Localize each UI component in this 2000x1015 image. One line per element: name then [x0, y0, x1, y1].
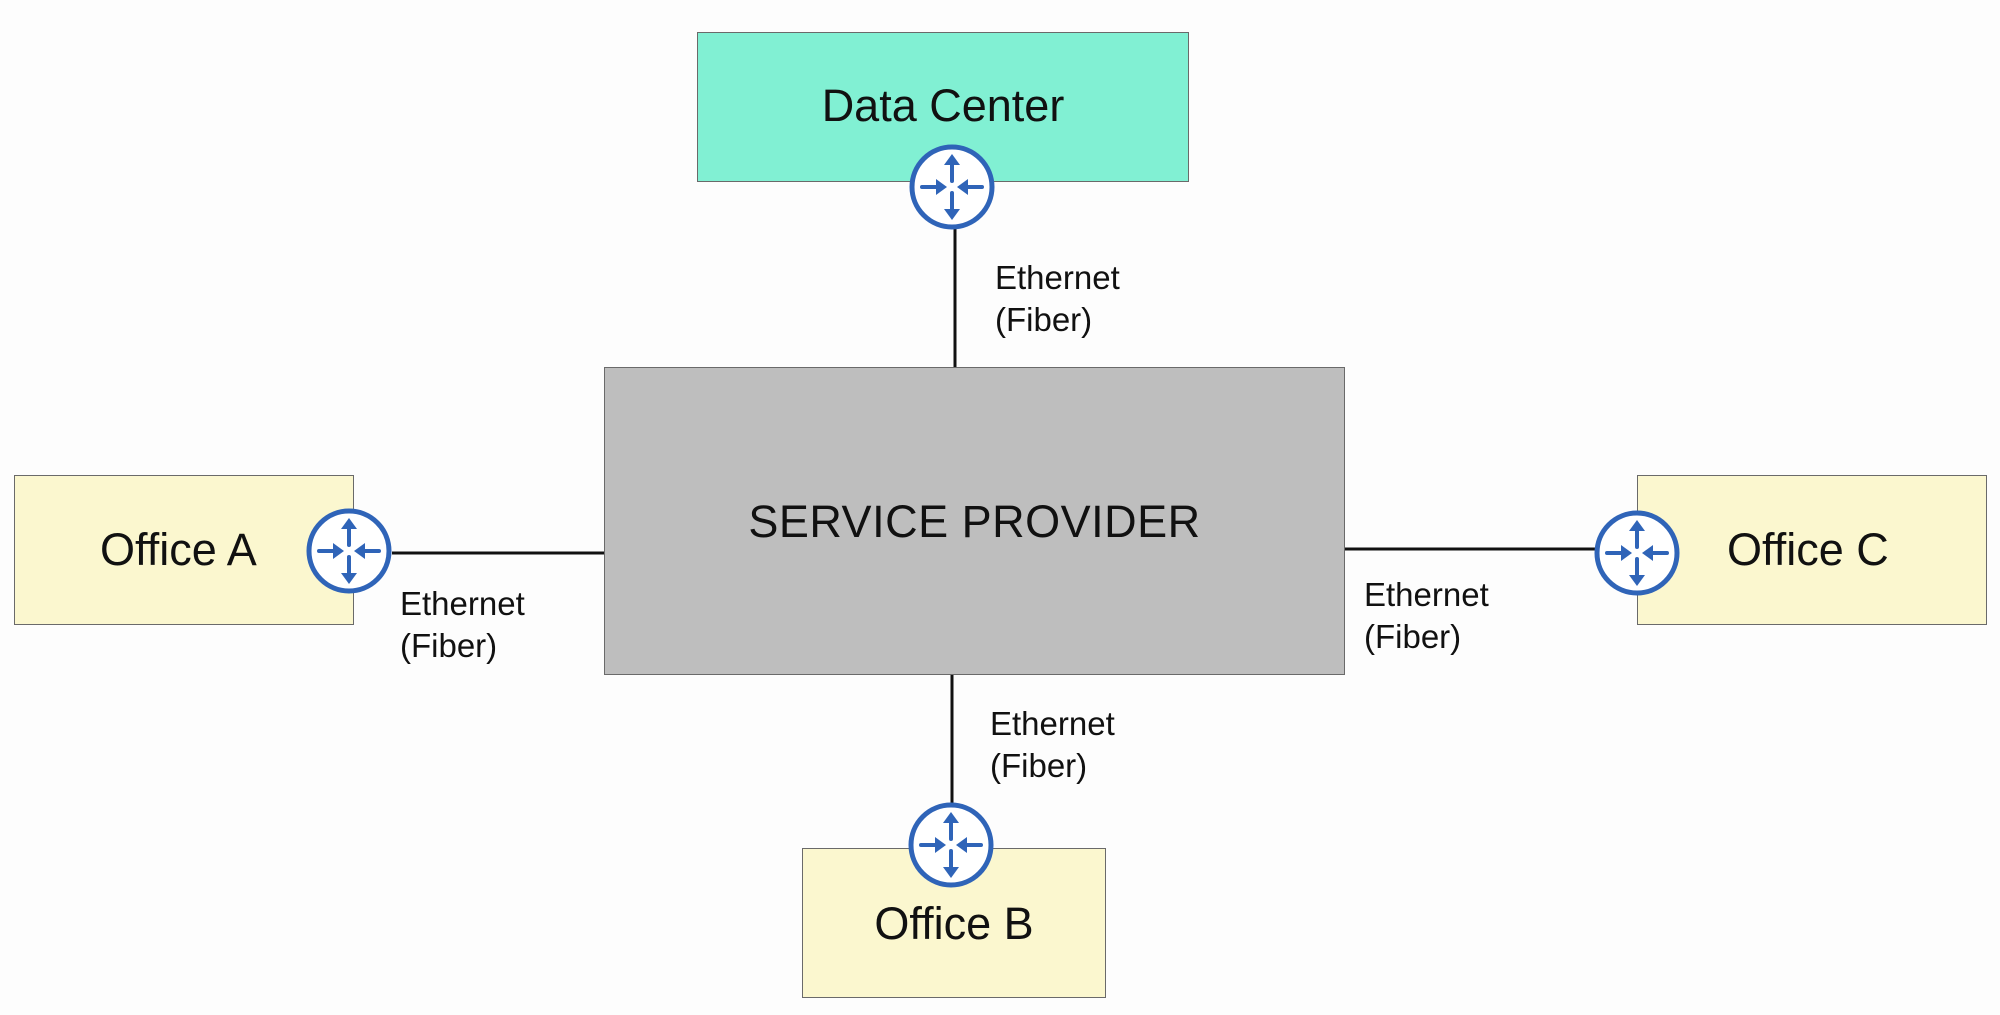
service-provider-label: SERVICE PROVIDER: [748, 496, 1201, 547]
link-medium-text: Ethernet: [1364, 576, 1489, 613]
data-center-label: Data Center: [821, 80, 1065, 131]
link-label-office-a: Ethernet (Fiber): [400, 583, 525, 667]
link-medium-text: Ethernet: [990, 705, 1115, 742]
office-a-label: Office A: [100, 524, 257, 575]
link-medium-text: Ethernet: [400, 585, 525, 622]
router-icon: [1593, 509, 1681, 597]
office-c-label: Office C: [1727, 524, 1889, 575]
link-cable-text: (Fiber): [990, 747, 1088, 784]
office-b-label: Office B: [874, 898, 1034, 949]
router-icon: [305, 507, 393, 595]
office-a-box: Office A: [14, 475, 354, 625]
link-label-office-b: Ethernet (Fiber): [990, 703, 1115, 787]
link-cable-text: (Fiber): [400, 627, 498, 664]
router-icon: [907, 801, 995, 889]
link-medium-text: Ethernet: [995, 259, 1120, 296]
link-cable-text: (Fiber): [1364, 618, 1462, 655]
link-label-office-c: Ethernet (Fiber): [1364, 574, 1489, 658]
link-label-data-center: Ethernet (Fiber): [995, 257, 1120, 341]
router-icon: [908, 143, 996, 231]
service-provider-box: SERVICE PROVIDER: [604, 367, 1345, 675]
link-cable-text: (Fiber): [995, 301, 1093, 338]
office-c-box: Office C: [1637, 475, 1987, 625]
